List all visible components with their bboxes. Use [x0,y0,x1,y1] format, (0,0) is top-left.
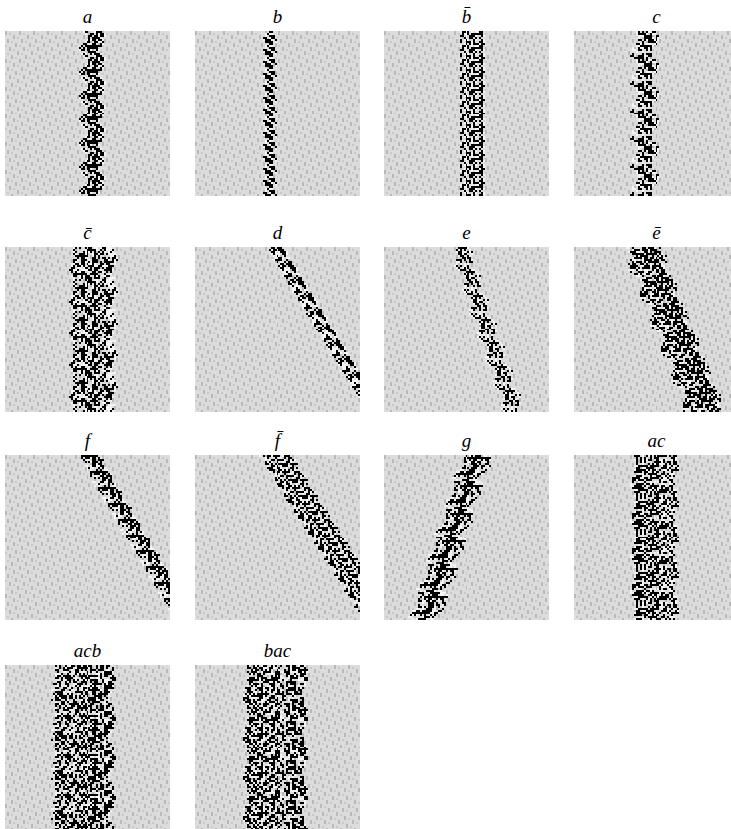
cellular-automaton-panel [195,247,360,412]
cellular-automaton-panel [5,31,170,196]
cellular-automaton-panel [195,455,360,620]
cellular-automaton-panel [384,31,549,196]
panel-label: ac [574,430,731,452]
cellular-automaton-panel [574,247,731,412]
panel-label: b [195,6,360,28]
cellular-automaton-panel [5,455,170,620]
cellular-automaton-panel [5,247,170,412]
panel-label: f [5,430,170,452]
panel-label: f̄ [195,430,360,452]
cellular-automaton-panel [195,665,360,829]
cellular-automaton-panel [384,455,549,620]
cellular-automaton-panel [5,665,170,829]
panel-label: c̄ [5,222,170,244]
panel-label: d [195,222,360,244]
panel-label: acb [5,640,170,662]
panel-label: c [574,6,731,28]
cellular-automaton-panel [195,31,360,196]
panel-label: bac [195,640,360,662]
panel-label: ē [574,222,731,244]
panel-label: b̄ [384,6,549,28]
panel-label: e [384,222,549,244]
panel-label: a [5,6,170,28]
cellular-automaton-panel [574,455,731,620]
cellular-automaton-panel [384,247,549,412]
panel-label: g [384,430,549,452]
cellular-automaton-panel [574,31,731,196]
